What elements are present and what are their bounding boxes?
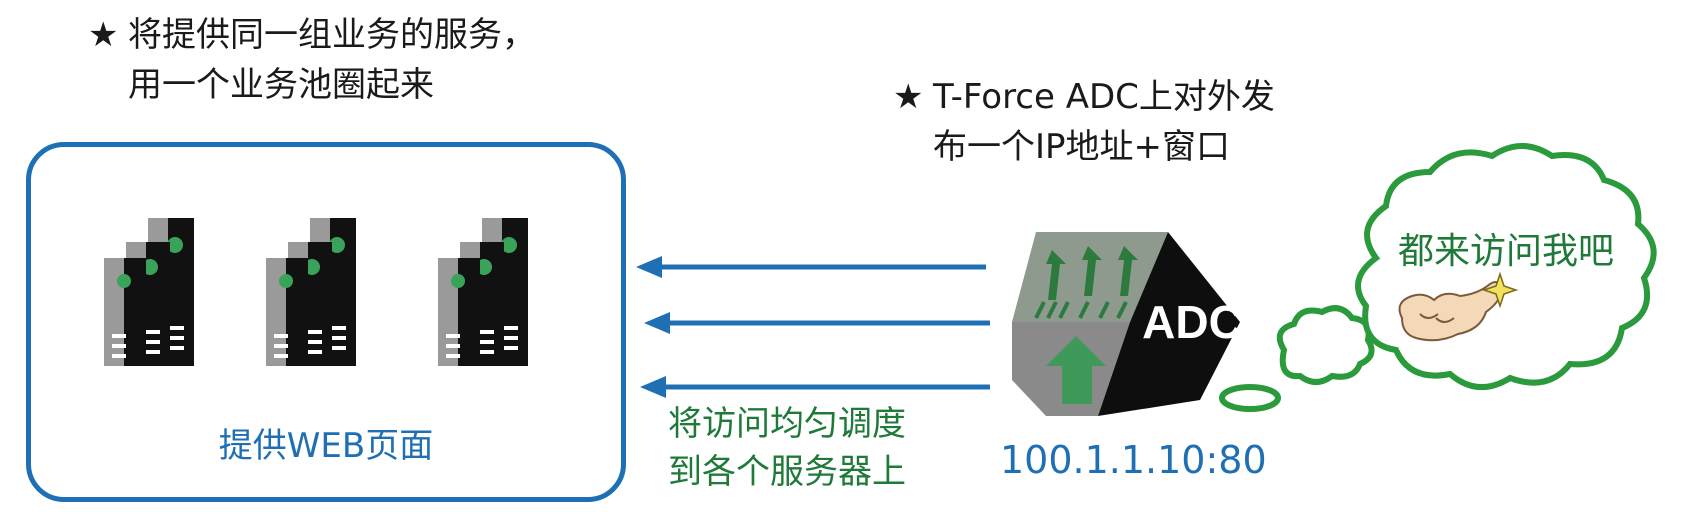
- arrow-left-icon: [636, 256, 662, 278]
- dispatch-arrows: [636, 256, 990, 398]
- pool-note-line2: 用一个业务池圈起来: [128, 65, 434, 105]
- dispatch-label-line1: 将访问均匀调度: [668, 404, 906, 444]
- server-icon: [104, 218, 194, 366]
- server-icon: [266, 218, 356, 366]
- pool-label: 提供WEB页面: [218, 426, 434, 466]
- dispatch-label-line2: 到各个服务器上: [668, 452, 906, 492]
- sparkle-icon: [1481, 271, 1519, 309]
- cloud-text: 都来访问我吧: [1398, 231, 1615, 272]
- server-icon: [438, 218, 528, 366]
- pool-note-line1: 将提供同一组业务的服务，: [128, 15, 536, 55]
- server-pool-box: [26, 142, 626, 502]
- pool-note: ★将提供同一组业务的服务， 用一个业务池圈起来: [88, 10, 536, 110]
- arrow-left-icon: [640, 376, 666, 398]
- thought-cloud-icon: [1219, 143, 1657, 412]
- adc-logo-text: ADC: [1142, 296, 1242, 348]
- star-icon: ★: [88, 15, 119, 55]
- dispatch-label: 将访问均匀调度 到各个服务器上: [668, 400, 906, 496]
- adc-note-line2: 布一个IP地址+窗口: [933, 127, 1231, 167]
- adc-note: ★T-Force ADC上对外发 布一个IP地址+窗口: [893, 72, 1275, 172]
- star-icon: ★: [893, 77, 924, 117]
- adc-note-line1: T-Force ADC上对外发: [933, 77, 1275, 117]
- adc-address: 100.1.1.10:80: [1000, 438, 1267, 482]
- adc-device-icon: [1012, 232, 1240, 416]
- arrow-left-icon: [644, 312, 670, 334]
